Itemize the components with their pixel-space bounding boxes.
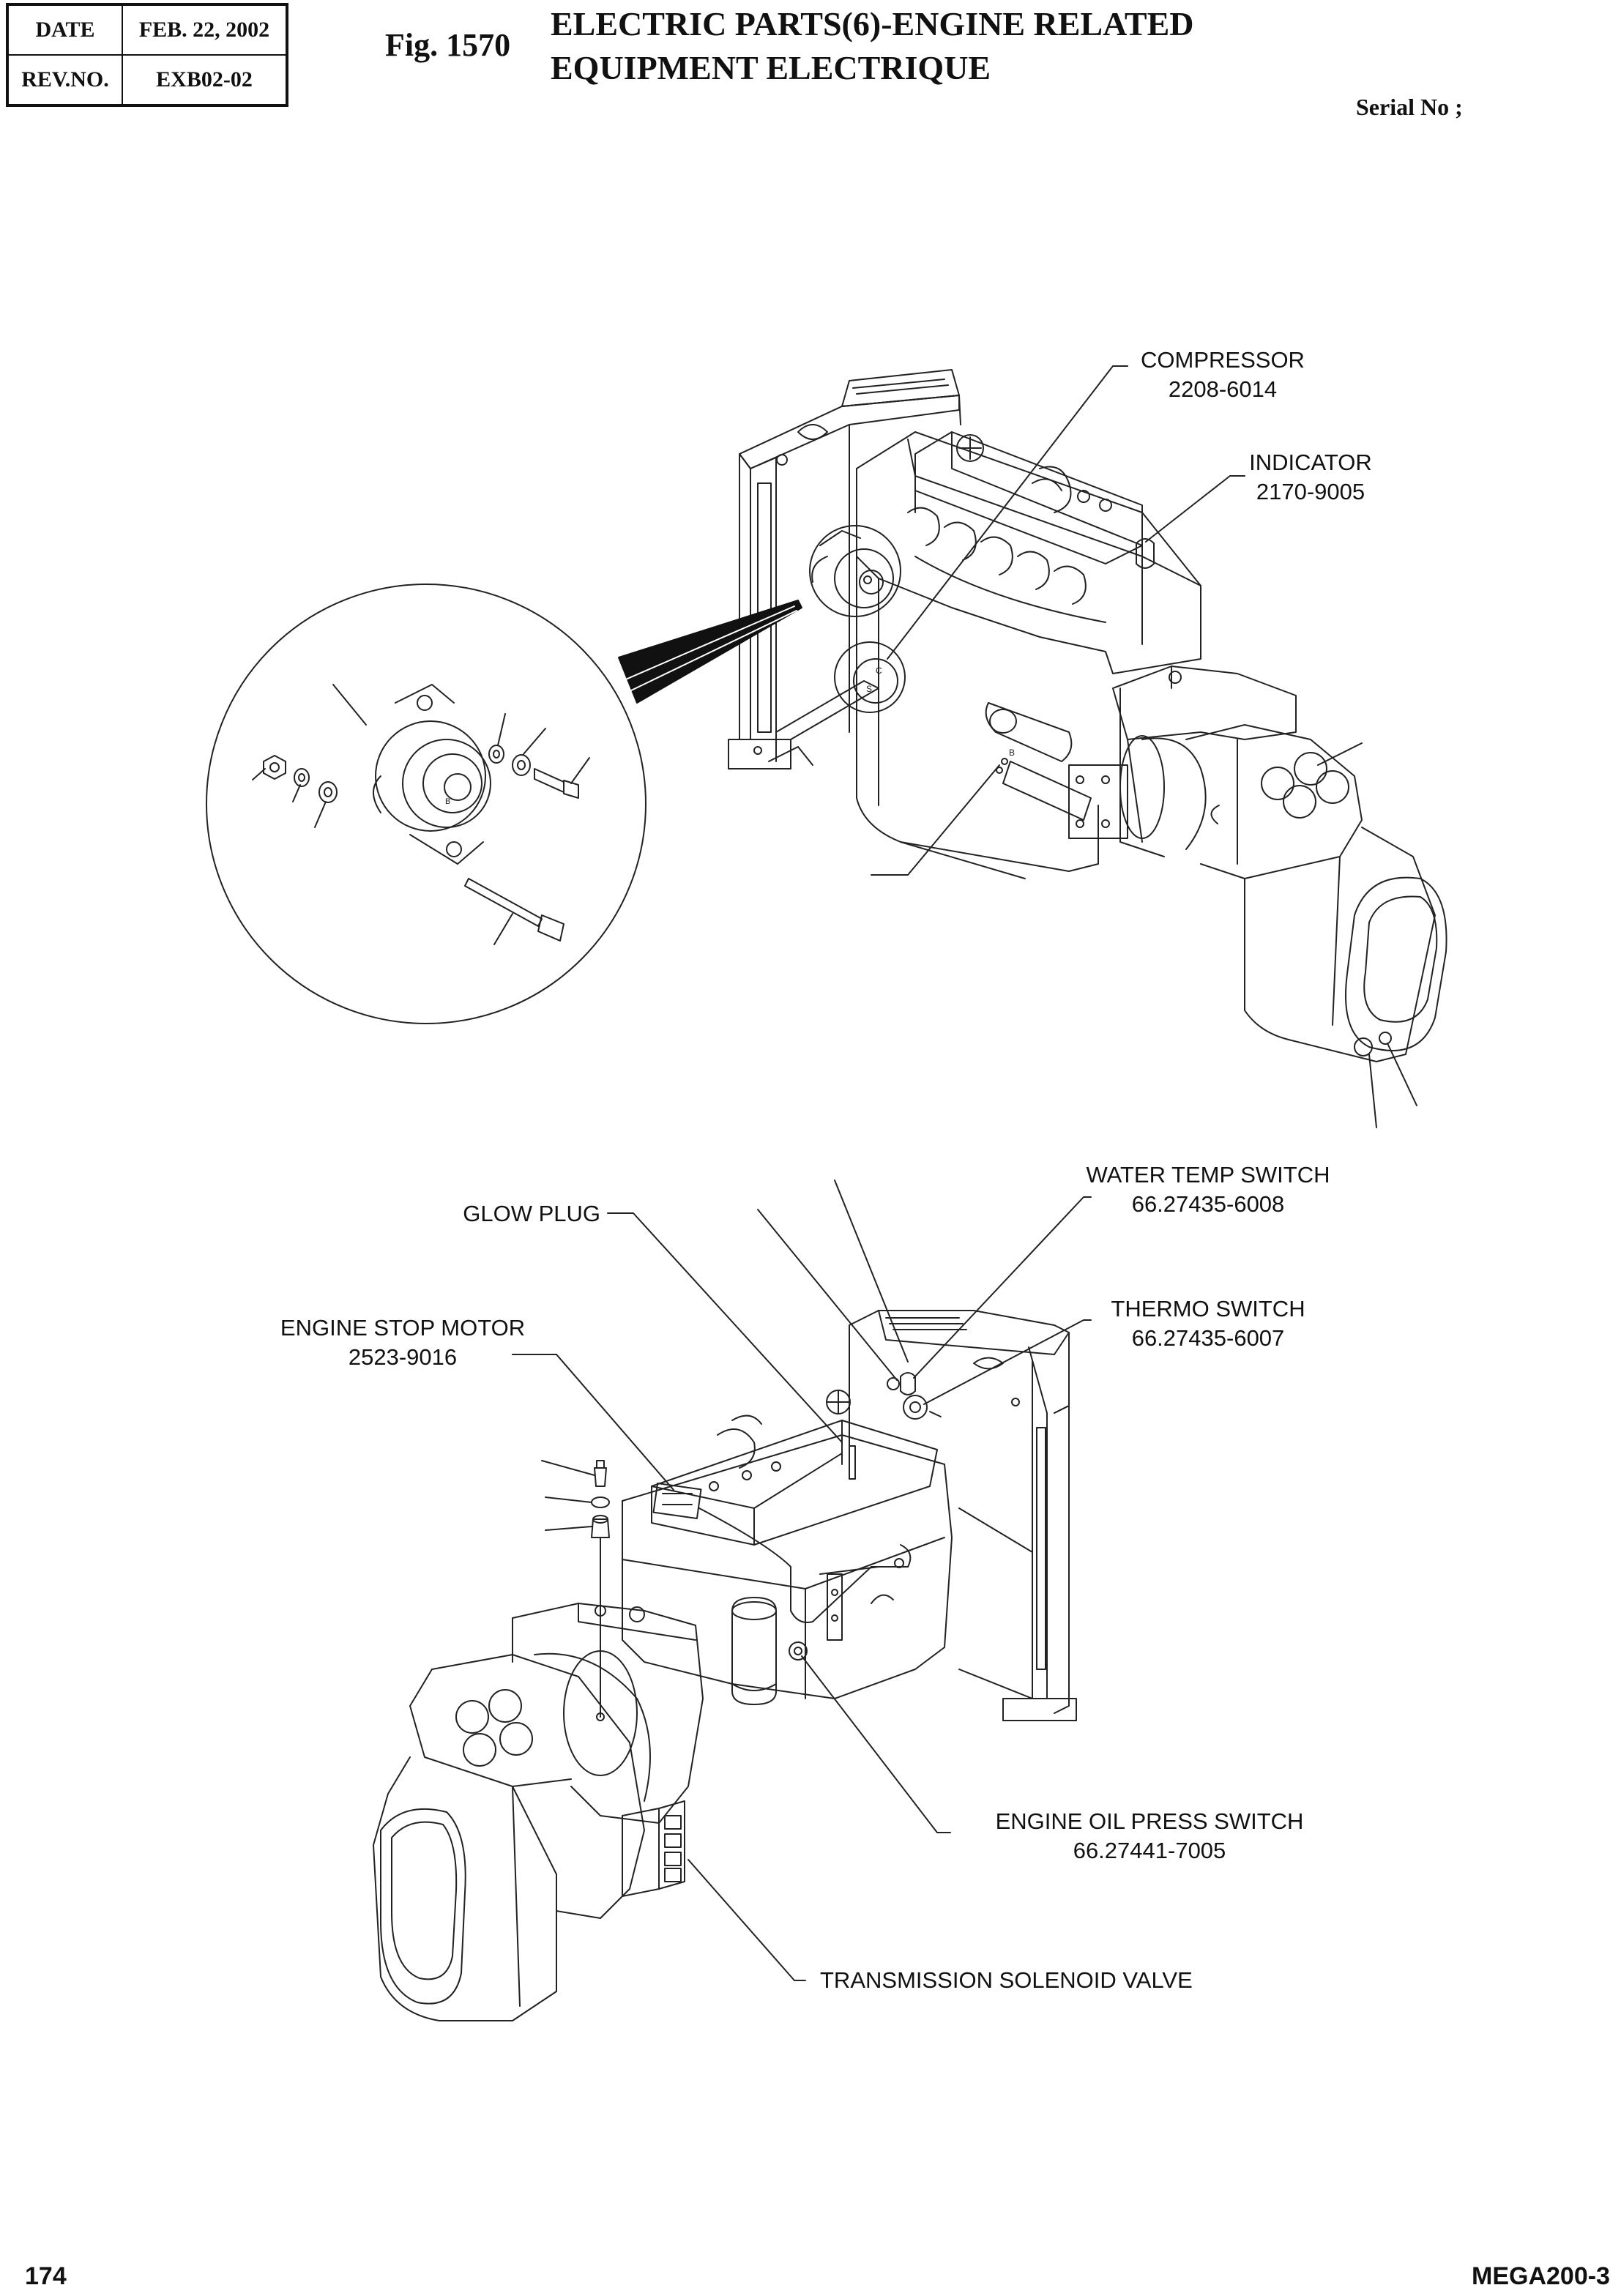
part-number: 66.27435-6008 [1131, 1191, 1285, 1217]
page-subtitle: EQUIPMENT ELECTRIQUE [551, 49, 991, 86]
alternator-detail-callout: B [206, 584, 802, 1024]
part-number: 2208-6014 [1168, 376, 1278, 402]
label-thermo-switch: THERMO SWITCH 66.27435-6007 [1091, 1294, 1325, 1353]
page-number: 174 [25, 2262, 67, 2290]
label-compressor: COMPRESSOR 2208-6014 [1128, 346, 1318, 404]
part-name: INDICATOR [1249, 450, 1372, 475]
rev-label: REV.NO. [7, 54, 123, 106]
page-title: ELECTRIC PARTS(6)-ENGINE RELATED [551, 5, 1194, 42]
revision-table: DATE FEB. 22, 2002 REV.NO. EXB02-02 [6, 3, 288, 107]
part-number: 66.27435-6007 [1131, 1325, 1285, 1351]
label-indicator: INDICATOR 2170-9005 [1237, 448, 1384, 507]
part-number: 2170-9005 [1256, 479, 1365, 504]
top-engine-assembly: C S B [728, 370, 1447, 1062]
svg-text:B: B [445, 797, 450, 806]
date-label: DATE [7, 4, 123, 56]
figure-number: Fig. 1570 [385, 27, 511, 63]
svg-text:B: B [1009, 748, 1015, 758]
bottom-engine-assembly [373, 1311, 1076, 2021]
label-engine-stop-motor: ENGINE STOP MOTOR 2523-9016 [267, 1313, 538, 1372]
bottom-leader-lines [513, 1180, 1091, 1980]
part-name: TRANSMISSION SOLENOID VALVE [820, 1967, 1193, 1993]
part-name: THERMO SWITCH [1111, 1296, 1305, 1322]
label-engine-oil-press-switch: ENGINE OIL PRESS SWITCH 66.27441-7005 [981, 1807, 1318, 1865]
part-name: ENGINE OIL PRESS SWITCH [995, 1808, 1304, 1834]
top-leader-lines [871, 366, 1417, 1128]
part-number: 66.27441-7005 [1073, 1838, 1226, 1863]
part-number: 2523-9016 [348, 1344, 458, 1370]
part-name: WATER TEMP SWITCH [1086, 1162, 1330, 1188]
part-name: COMPRESSOR [1141, 347, 1305, 373]
label-transmission-solenoid-valve: TRANSMISSION SOLENOID VALVE [820, 1966, 1230, 1995]
serial-label: Serial No ; [1356, 94, 1463, 120]
part-name: ENGINE STOP MOTOR [280, 1315, 526, 1341]
svg-text:S: S [866, 684, 872, 694]
rev-value: EXB02-02 [122, 54, 288, 106]
model-name: MEGA200-3 [1472, 2262, 1610, 2290]
label-glow-plug: GLOW PLUG [439, 1199, 600, 1229]
svg-text:C: C [876, 666, 882, 676]
date-value: FEB. 22, 2002 [122, 4, 288, 56]
label-water-temp-switch: WATER TEMP SWITCH 66.27435-6008 [1076, 1160, 1340, 1219]
part-name: GLOW PLUG [463, 1201, 600, 1226]
